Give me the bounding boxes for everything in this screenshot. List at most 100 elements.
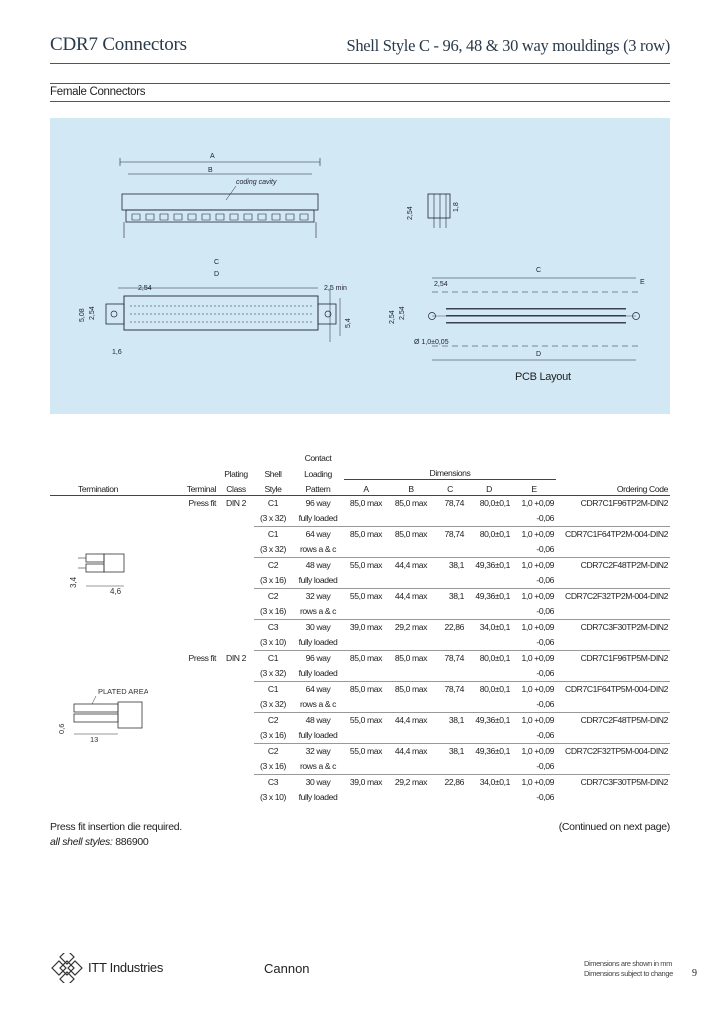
- header-c: C: [447, 484, 453, 494]
- table-row: (3 x 16)fully loaded-0,06: [50, 728, 670, 744]
- cell-plating: [218, 697, 254, 713]
- cell-pattern: 96 way: [305, 498, 331, 508]
- end-view-dim2-label: 1,8: [453, 202, 460, 212]
- cell-terminal: [146, 790, 218, 805]
- cell-b: [388, 542, 434, 558]
- cell-shell: (3 x 16): [260, 575, 286, 585]
- cell-shell: (3 x 32): [260, 668, 286, 678]
- header-pattern: Pattern: [305, 484, 331, 494]
- cell-terminal: [146, 589, 218, 605]
- cell-c: [434, 542, 466, 558]
- cell-pattern: fully loaded: [298, 513, 338, 523]
- cell-e: -0,06: [536, 730, 554, 740]
- term2-width-label: 13: [90, 735, 98, 744]
- cell-b: [388, 604, 434, 620]
- cell-terminal: Press fit: [188, 652, 217, 663]
- cell-plating: [218, 790, 254, 805]
- table-row: (3 x 32)fully loaded-0,06: [50, 511, 670, 527]
- cell-terminal: [146, 527, 218, 543]
- cell-shell: C1: [267, 498, 279, 508]
- connector-drawings: A B coding cavity 2,54 1,8: [79, 153, 645, 361]
- cell-terminal: [146, 759, 218, 775]
- cell-b: 44,4 max: [388, 588, 434, 604]
- ordering-table: Contact Plating Shell Loading Dimensions…: [50, 449, 670, 805]
- cell-e: 1,0 +0,09: [512, 681, 556, 697]
- side-view-drawing: A B coding cavity: [119, 153, 321, 238]
- pcb-layout-label: PCB Layout: [515, 371, 571, 383]
- cell-e: 1,0 +0,09: [512, 712, 556, 728]
- cell-code: CDR7C2F32TP2M-004-DIN2: [556, 588, 670, 604]
- header-contact: Contact: [304, 453, 332, 463]
- cell-b: 85,0 max: [388, 526, 434, 542]
- table-row: (3 x 10)fully loaded-0,06: [50, 790, 670, 805]
- cell-termination: [50, 744, 146, 760]
- cell-a: [344, 604, 388, 620]
- cell-plating: [218, 527, 254, 543]
- dim-d-label: D: [214, 271, 219, 278]
- cell-termination: [50, 682, 146, 698]
- cell-pattern: 30 way: [292, 774, 344, 790]
- cell-termination: [50, 558, 146, 574]
- cell-a: [344, 573, 388, 589]
- term2-height-label: 0,6: [57, 724, 66, 734]
- cell-b: [388, 573, 434, 589]
- cell-code: [556, 666, 670, 682]
- cell-code: [556, 604, 670, 620]
- cell-shell: C3: [254, 774, 292, 790]
- cell-d: 49,36±0,1: [466, 557, 512, 573]
- document-subtitle: Shell Style C - 96, 48 & 30 way moulding…: [346, 36, 670, 55]
- cell-a: 85,0 max: [349, 498, 383, 508]
- front-dim-1: 2,54: [138, 285, 152, 292]
- cell-c: 38,1: [434, 712, 466, 728]
- cell-termination: [50, 496, 146, 512]
- cell-code: [556, 573, 670, 589]
- cell-termination: [50, 635, 146, 651]
- cell-shell: (3 x 32): [260, 544, 286, 554]
- technical-drawing-panel: A B coding cavity 2,54 1,8: [50, 118, 670, 414]
- cell-code: CDR7C3F30TP2M-DIN2: [556, 619, 670, 635]
- footer-note-1: Dimensions are shown in mm: [584, 959, 672, 968]
- cell-b: 44,4 max: [388, 557, 434, 573]
- header-terminal: Terminal: [186, 484, 217, 494]
- cell-terminal: [146, 558, 218, 574]
- dim-b-label: B: [208, 167, 213, 174]
- cell-code: [556, 635, 670, 651]
- front-dim-2: 2,5 min: [324, 285, 347, 292]
- cell-code: [556, 728, 670, 744]
- header-e: E: [531, 484, 537, 494]
- cell-terminal: [146, 682, 218, 698]
- term1-height-label: 3,4: [69, 576, 78, 588]
- cell-shell: (3 x 16): [260, 761, 286, 771]
- cell-a: 55,0 max: [344, 743, 388, 759]
- cell-code: CDR7C2F32TP5M-004-DIN2: [556, 743, 670, 759]
- cell-c: 38,1: [434, 743, 466, 759]
- section-top-rule: [50, 83, 670, 84]
- cell-c: [434, 666, 466, 682]
- cell-a: 39,0 max: [344, 619, 388, 635]
- cell-terminal: [146, 620, 218, 636]
- cell-b: [388, 759, 434, 775]
- shell-styles-value: 886900: [115, 836, 149, 848]
- end-view-drawing: 2,54 1,8: [407, 193, 460, 228]
- cell-pattern: fully loaded: [298, 575, 338, 585]
- cell-pattern: 32 way: [292, 588, 344, 604]
- cell-termination: [50, 697, 146, 713]
- cell-shell: (3 x 16): [260, 606, 286, 616]
- cell-c: [434, 759, 466, 775]
- cell-termination: [50, 620, 146, 636]
- front-view-drawing: C D 2,54 2,5 min 1,6 5,08 2,54 5,4: [79, 259, 352, 356]
- table-row: (3 x 32)fully loaded-0,06: [50, 666, 670, 682]
- cell-b: [388, 697, 434, 713]
- cell-e: 1,0 +0,09: [512, 774, 556, 790]
- cell-plating: [218, 682, 254, 698]
- dim-a-label: A: [210, 153, 215, 160]
- table-row: (3 x 16)fully loaded-0,06: [50, 573, 670, 589]
- cell-plating: [218, 620, 254, 636]
- cell-d: [466, 511, 512, 527]
- cell-a: [344, 790, 388, 805]
- press-fit-terminal-diagram-1: 4,6 3,4: [69, 553, 125, 596]
- cell-plating: [218, 728, 254, 744]
